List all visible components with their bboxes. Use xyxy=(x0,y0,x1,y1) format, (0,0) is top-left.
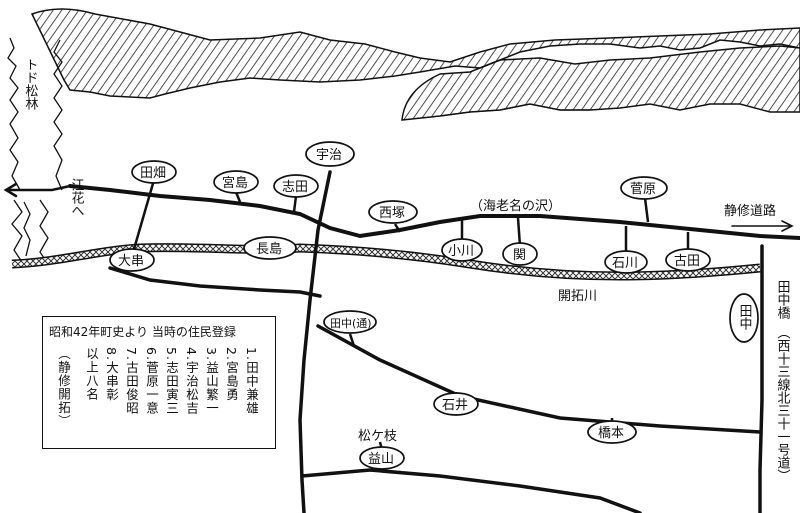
label-ogushi: 大串 xyxy=(118,254,144,269)
label-tanaka: 田中 xyxy=(737,304,752,330)
label-masuyama: 益山 xyxy=(368,452,394,467)
legend-entry: 1.田中兼雄 xyxy=(244,347,259,415)
label-kaitaku-river: 開拓川 xyxy=(558,289,597,304)
label-tabata: 田畑 xyxy=(140,166,166,181)
label-todomatsu: トド松林 xyxy=(23,58,39,110)
legend-entry: 4.宇治松吉 xyxy=(184,347,199,415)
label-ebina-sawa: （海老名の沢） xyxy=(470,198,561,214)
bottom-road xyxy=(300,468,642,513)
label-line-name: （西十三線北三十一号道） xyxy=(775,326,791,482)
label-matsugae: 松ケ枝 xyxy=(358,429,397,444)
legend: 昭和42年町史より 当時の住民登録 1.田中兼雄 2.宮島勇 3.益山繁一 4.… xyxy=(42,316,276,449)
legend-title: 昭和42年町史より 当時の住民登録 xyxy=(49,325,236,339)
label-sugahara: 菅原 xyxy=(630,182,656,197)
forest xyxy=(7,37,63,265)
roads xyxy=(3,170,800,513)
label-ishii: 石井 xyxy=(442,398,468,413)
east-road xyxy=(758,244,764,513)
legend-entry: 8.大串彰 xyxy=(104,347,119,402)
legend-entry: 以上八名 xyxy=(84,347,99,401)
legend-entry: 5.志田寅三 xyxy=(164,347,179,415)
legend-entry: （静修開拓） xyxy=(56,347,71,428)
label-seki: 関 xyxy=(513,248,526,263)
label-ishikawa: 石川 xyxy=(612,256,638,271)
legend-entry: 7.古田俊昭 xyxy=(124,347,139,415)
label-seishu-road: 静修道路 xyxy=(724,203,776,219)
label-shida: 志田 xyxy=(282,180,308,195)
ebetsu-arrow xyxy=(6,184,72,192)
diagonal-road xyxy=(316,324,762,434)
upper-road xyxy=(68,184,800,240)
label-tanaka-bridge: 田中橋 xyxy=(775,280,791,320)
label-nagashima: 長島 xyxy=(256,242,282,257)
lower-road xyxy=(108,266,322,298)
legend-entry: 3.益山繁一 xyxy=(204,347,219,415)
legend-entry: 2.宮島勇 xyxy=(224,347,239,402)
label-nishizuka: 西塚 xyxy=(379,206,405,221)
label-miyajima: 宮島 xyxy=(222,175,248,191)
label-ogawa: 小川 xyxy=(448,244,474,259)
label-uji: 宇治 xyxy=(316,148,342,163)
house-markers xyxy=(109,141,759,470)
label-ebetsu: 江花へ xyxy=(69,178,85,217)
label-furuta: 古田 xyxy=(674,254,700,269)
label-tanaka-small: 田中(通) xyxy=(330,317,372,330)
label-hashimoto: 橋本 xyxy=(598,426,624,441)
central-road xyxy=(298,170,332,513)
mountains xyxy=(30,8,800,121)
legend-entry: 6.菅原一意 xyxy=(144,347,159,415)
